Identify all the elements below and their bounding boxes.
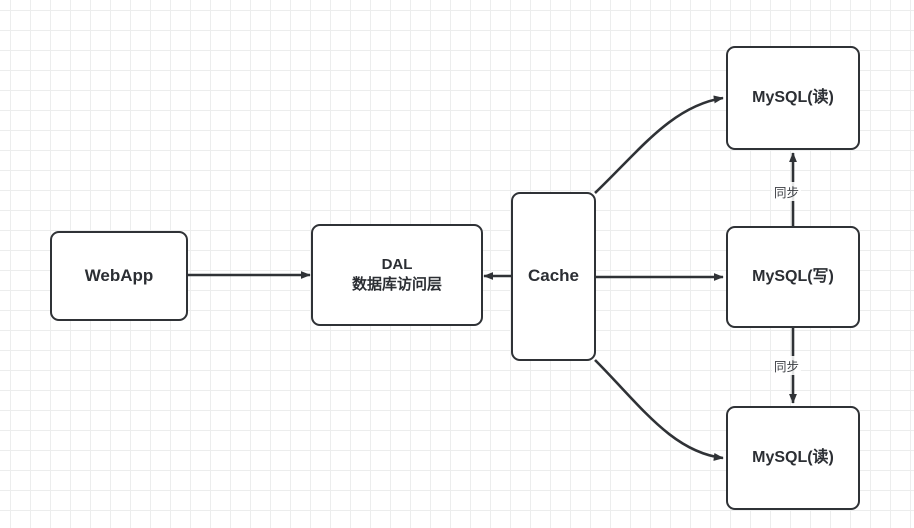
node-mysql-read-bottom-label: MySQL(读) [752,449,834,467]
node-dal-sublabel: 数据库访问层 [351,276,442,293]
node-mysql-read-top[interactable]: MySQL(读) [726,46,860,150]
node-webapp-label: WebApp [84,265,154,285]
node-mysql-write[interactable]: MySQL(写) [726,226,860,328]
node-cache[interactable]: Cache [511,192,596,361]
node-mysql-write-label: MySQL(写) [752,268,834,286]
edge-label-sync-bottom: 同步 [772,356,802,375]
node-mysql-read-bottom[interactable]: MySQL(读) [726,406,860,510]
node-cache-label: Cache [527,266,580,286]
node-dal[interactable]: DAL 数据库访问层 [311,224,483,326]
node-dal-label: DAL [381,255,413,273]
edge-cache-to-mysql-read-bottom [594,359,724,461]
node-webapp[interactable]: WebApp [50,231,188,321]
edge-cache-to-mysql-read-top [594,95,724,194]
node-mysql-read-top-label: MySQL(读) [752,89,834,107]
edge-label-sync-top: 同步 [772,182,802,201]
